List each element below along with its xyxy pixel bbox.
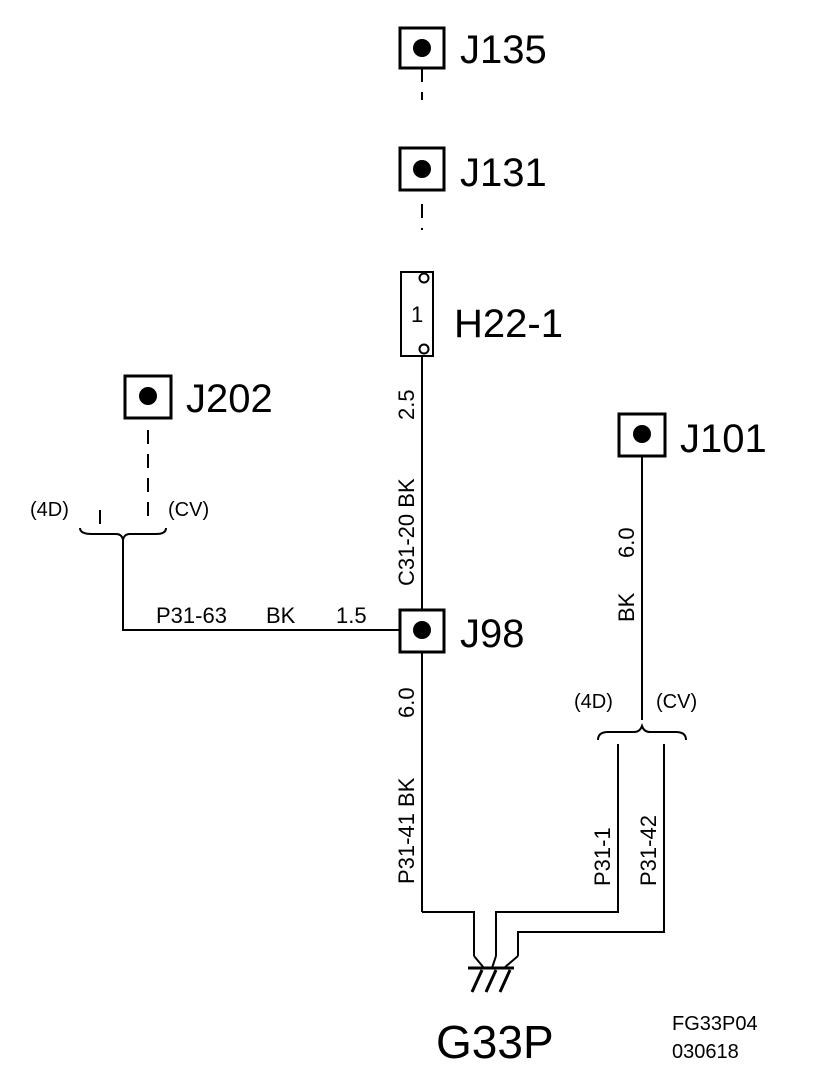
wire-j101-gauge: 6.0 — [614, 527, 639, 558]
figure-code: FG33P04 — [672, 1013, 758, 1035]
wire-p31-1-label: P31-1 — [590, 827, 615, 886]
figure-date: 030618 — [672, 1041, 739, 1063]
connector-h22-1[interactable] — [400, 271, 434, 357]
right-variant-brace — [597, 722, 687, 741]
wire-c31-20-gauge: 2.5 — [394, 389, 419, 420]
ground-label: G33P — [436, 1016, 554, 1068]
wire-p31-63-label: P31-63 — [156, 603, 227, 628]
connector-j101[interactable] — [617, 412, 667, 458]
connector-j101-label: J101 — [680, 417, 767, 461]
ground-icon — [468, 955, 519, 993]
left-variant-brace — [79, 527, 167, 541]
left-variant-cv: (CV) — [168, 499, 209, 521]
connector-j131[interactable] — [398, 146, 446, 192]
wire-to-ground — [422, 911, 475, 956]
wire-p31-63 — [122, 540, 400, 631]
connector-h22-1-label: H22-1 — [454, 302, 563, 346]
left-variant-4d: (4D) — [30, 499, 69, 521]
connector-j135-label: J135 — [460, 28, 547, 72]
wire-p31-63-color: BK — [266, 603, 296, 628]
wire-c31-20-label: C31-20 BK — [394, 478, 419, 586]
connector-j98-label: J98 — [460, 612, 525, 656]
wire-p31-63-gauge: 1.5 — [336, 603, 367, 628]
connector-j131-label: J131 — [460, 151, 547, 195]
wire-p31-41-gauge: 6.0 — [394, 687, 419, 718]
wire-p31-41-label: P31-41 BK — [394, 777, 419, 884]
connector-j202[interactable] — [123, 374, 173, 420]
h22-pin-label: 1 — [411, 302, 423, 327]
wire-p31-42-label: P31-42 — [636, 815, 661, 886]
wire-j101-color: BK — [614, 592, 639, 622]
right-variant-4d: (4D) — [574, 691, 613, 713]
connector-j135[interactable] — [398, 26, 446, 70]
wire-p31-1 — [495, 744, 619, 956]
connector-j98[interactable] — [398, 608, 446, 654]
right-variant-cv: (CV) — [656, 691, 697, 713]
connector-j202-label: J202 — [186, 377, 273, 421]
wire-p31-42 — [517, 744, 665, 956]
